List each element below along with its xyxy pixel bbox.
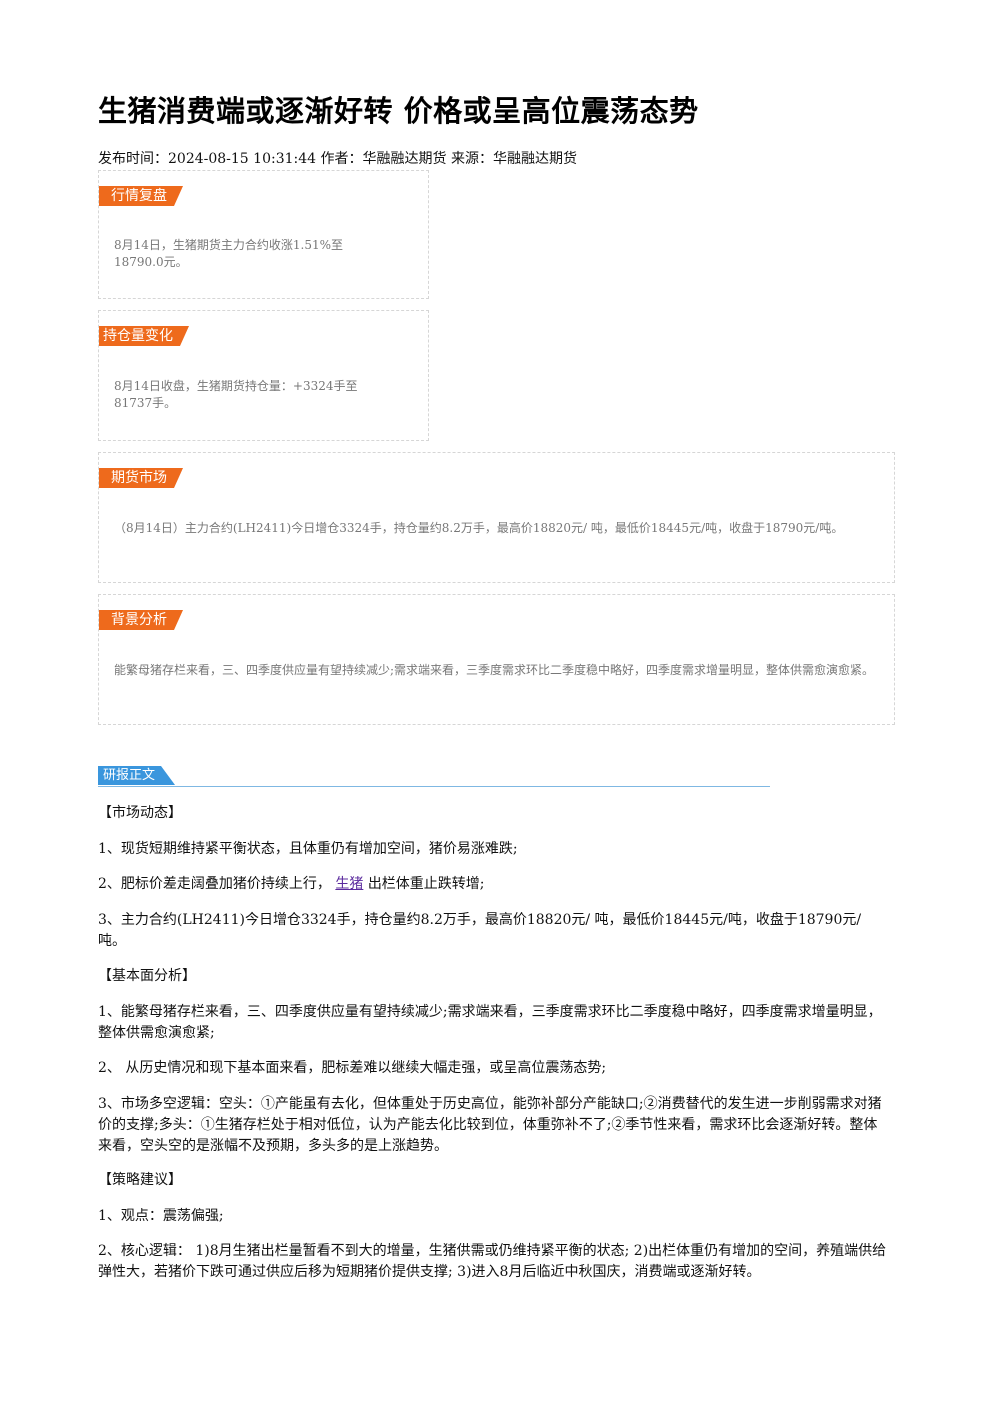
tag-background: 背景分析: [99, 610, 183, 630]
summary-box-background: 背景分析 能繁母猪存栏来看，三、四季度供应量有望持续减少;需求端来看，三季度需求…: [98, 594, 895, 725]
tag-futures-market: 期货市场: [99, 468, 183, 488]
article-meta: 发布时间：2024-08-15 10:31:44 作者：华融融达期货 来源：华融…: [98, 151, 577, 167]
summary-box-futures-market: 期货市场 （8月14日）主力合约(LH2411)今日增仓3324手，持仓量约8.…: [98, 452, 895, 583]
hog-link[interactable]: 生猪: [335, 876, 364, 892]
summary-text-background: 能繁母猪存栏来看，三、四季度供应量有望持续减少;需求端来看，三季度需求环比二季度…: [114, 663, 875, 677]
tag-market-review: 行情复盘: [99, 186, 183, 206]
heading-market-dynamics: 【市场动态】: [98, 805, 182, 821]
fundamental-point-3: 3、市场多空逻辑：空头：①产能虽有去化，但体重处于历史高位，能弥补部分产能缺口;…: [98, 1096, 882, 1154]
summary-text-market-review: 8月14日，生猪期货主力合约收涨1.51%至18790.0元。: [114, 238, 344, 269]
strategy-point-2: 2、核心逻辑： 1)8月生猪出栏量暂看不到大的增量，生猪供需或仍维持紧平衡的状态…: [98, 1243, 887, 1280]
market-point-2: 2、肥标价差走阔叠加猪价持续上行， 生猪 出栏体重止跌转增;: [98, 874, 888, 895]
heading-fundamental-analysis: 【基本面分析】: [98, 968, 196, 984]
report-section-bar: 研报正文: [98, 766, 770, 787]
market-point-3: 3、主力合约(LH2411)今日增仓3324手，持仓量约8.2万手，最高价188…: [98, 912, 862, 949]
article-title: 生猪消费端或逐渐好转 价格或呈高位震荡态势: [98, 94, 699, 128]
market-point-1: 1、现货短期维持紧平衡状态，且体重仍有增加空间，猪价易涨难跌;: [98, 841, 518, 857]
summary-text-futures-market: （8月14日）主力合约(LH2411)今日增仓3324手，持仓量约8.2万手，最…: [114, 521, 844, 535]
summary-box-position-change: 持仓量变化 8月14日收盘，生猪期货持仓量：+3324手至81737手。: [98, 310, 429, 441]
tag-position-change: 持仓量变化: [99, 326, 189, 346]
summary-box-market-review: 行情复盘 8月14日，生猪期货主力合约收涨1.51%至18790.0元。: [98, 170, 429, 299]
summary-text-position-change: 8月14日收盘，生猪期货持仓量：+3324手至81737手。: [114, 379, 358, 410]
market-point-2-pre: 2、肥标价差走阔叠加猪价持续上行，: [98, 876, 331, 892]
fundamental-point-2: 2、 从历史情况和现下基本面来看，肥标差难以继续大幅走强，或呈高位震荡态势;: [98, 1060, 607, 1076]
heading-strategy: 【策略建议】: [98, 1172, 182, 1188]
report-section-label: 研报正文: [98, 766, 175, 785]
strategy-point-1: 1、观点：震荡偏强;: [98, 1208, 224, 1224]
fundamental-point-1: 1、能繁母猪存栏来看，三、四季度供应量有望持续减少;需求端来看，三季度需求环比二…: [98, 1004, 882, 1041]
market-point-2-post: 出栏体重止跌转增;: [367, 876, 485, 892]
